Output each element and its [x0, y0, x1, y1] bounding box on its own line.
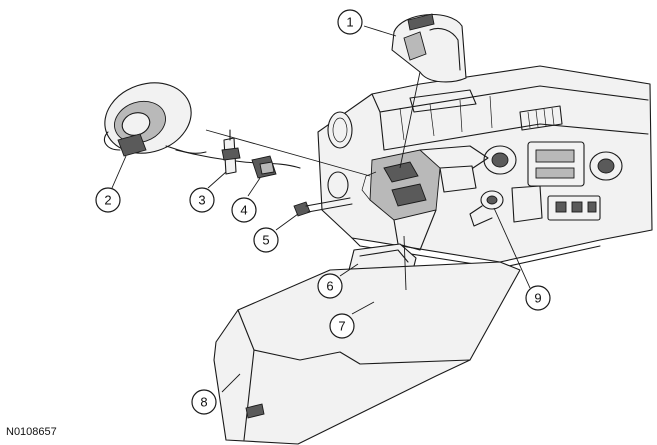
steering-column — [361, 145, 489, 251]
callout-6: 6 — [317, 273, 343, 299]
callout-1-label: 1 — [346, 15, 353, 30]
callout-9: 9 — [525, 285, 551, 311]
leader-lines — [111, 25, 531, 393]
multifunction-switch — [293, 197, 353, 217]
callout-2-label: 2 — [104, 193, 111, 208]
callout-4: 4 — [231, 197, 257, 223]
figure-id: N0108657 — [6, 426, 57, 438]
ignition-switch — [469, 190, 504, 227]
wiring-bracket — [175, 129, 301, 175]
callout-5: 5 — [253, 227, 279, 253]
callout-9-label: 9 — [534, 291, 541, 306]
electrical-connector — [251, 155, 277, 179]
callout-2: 2 — [95, 187, 121, 213]
callout-3: 3 — [189, 187, 215, 213]
callout-1: 1 — [337, 9, 363, 35]
upper-column-shroud — [391, 13, 467, 83]
callout-8: 8 — [191, 389, 217, 415]
callout-3-label: 3 — [198, 193, 205, 208]
callout-8-label: 8 — [200, 395, 207, 410]
lower-trim-panel — [213, 261, 521, 445]
callout-6-label: 6 — [326, 279, 333, 294]
instrument-panel — [317, 65, 653, 269]
callout-5-label: 5 — [262, 233, 269, 248]
clockspring — [103, 82, 207, 157]
callout-7: 7 — [329, 313, 355, 339]
callout-4-label: 4 — [240, 203, 247, 218]
callout-7-label: 7 — [338, 319, 345, 334]
